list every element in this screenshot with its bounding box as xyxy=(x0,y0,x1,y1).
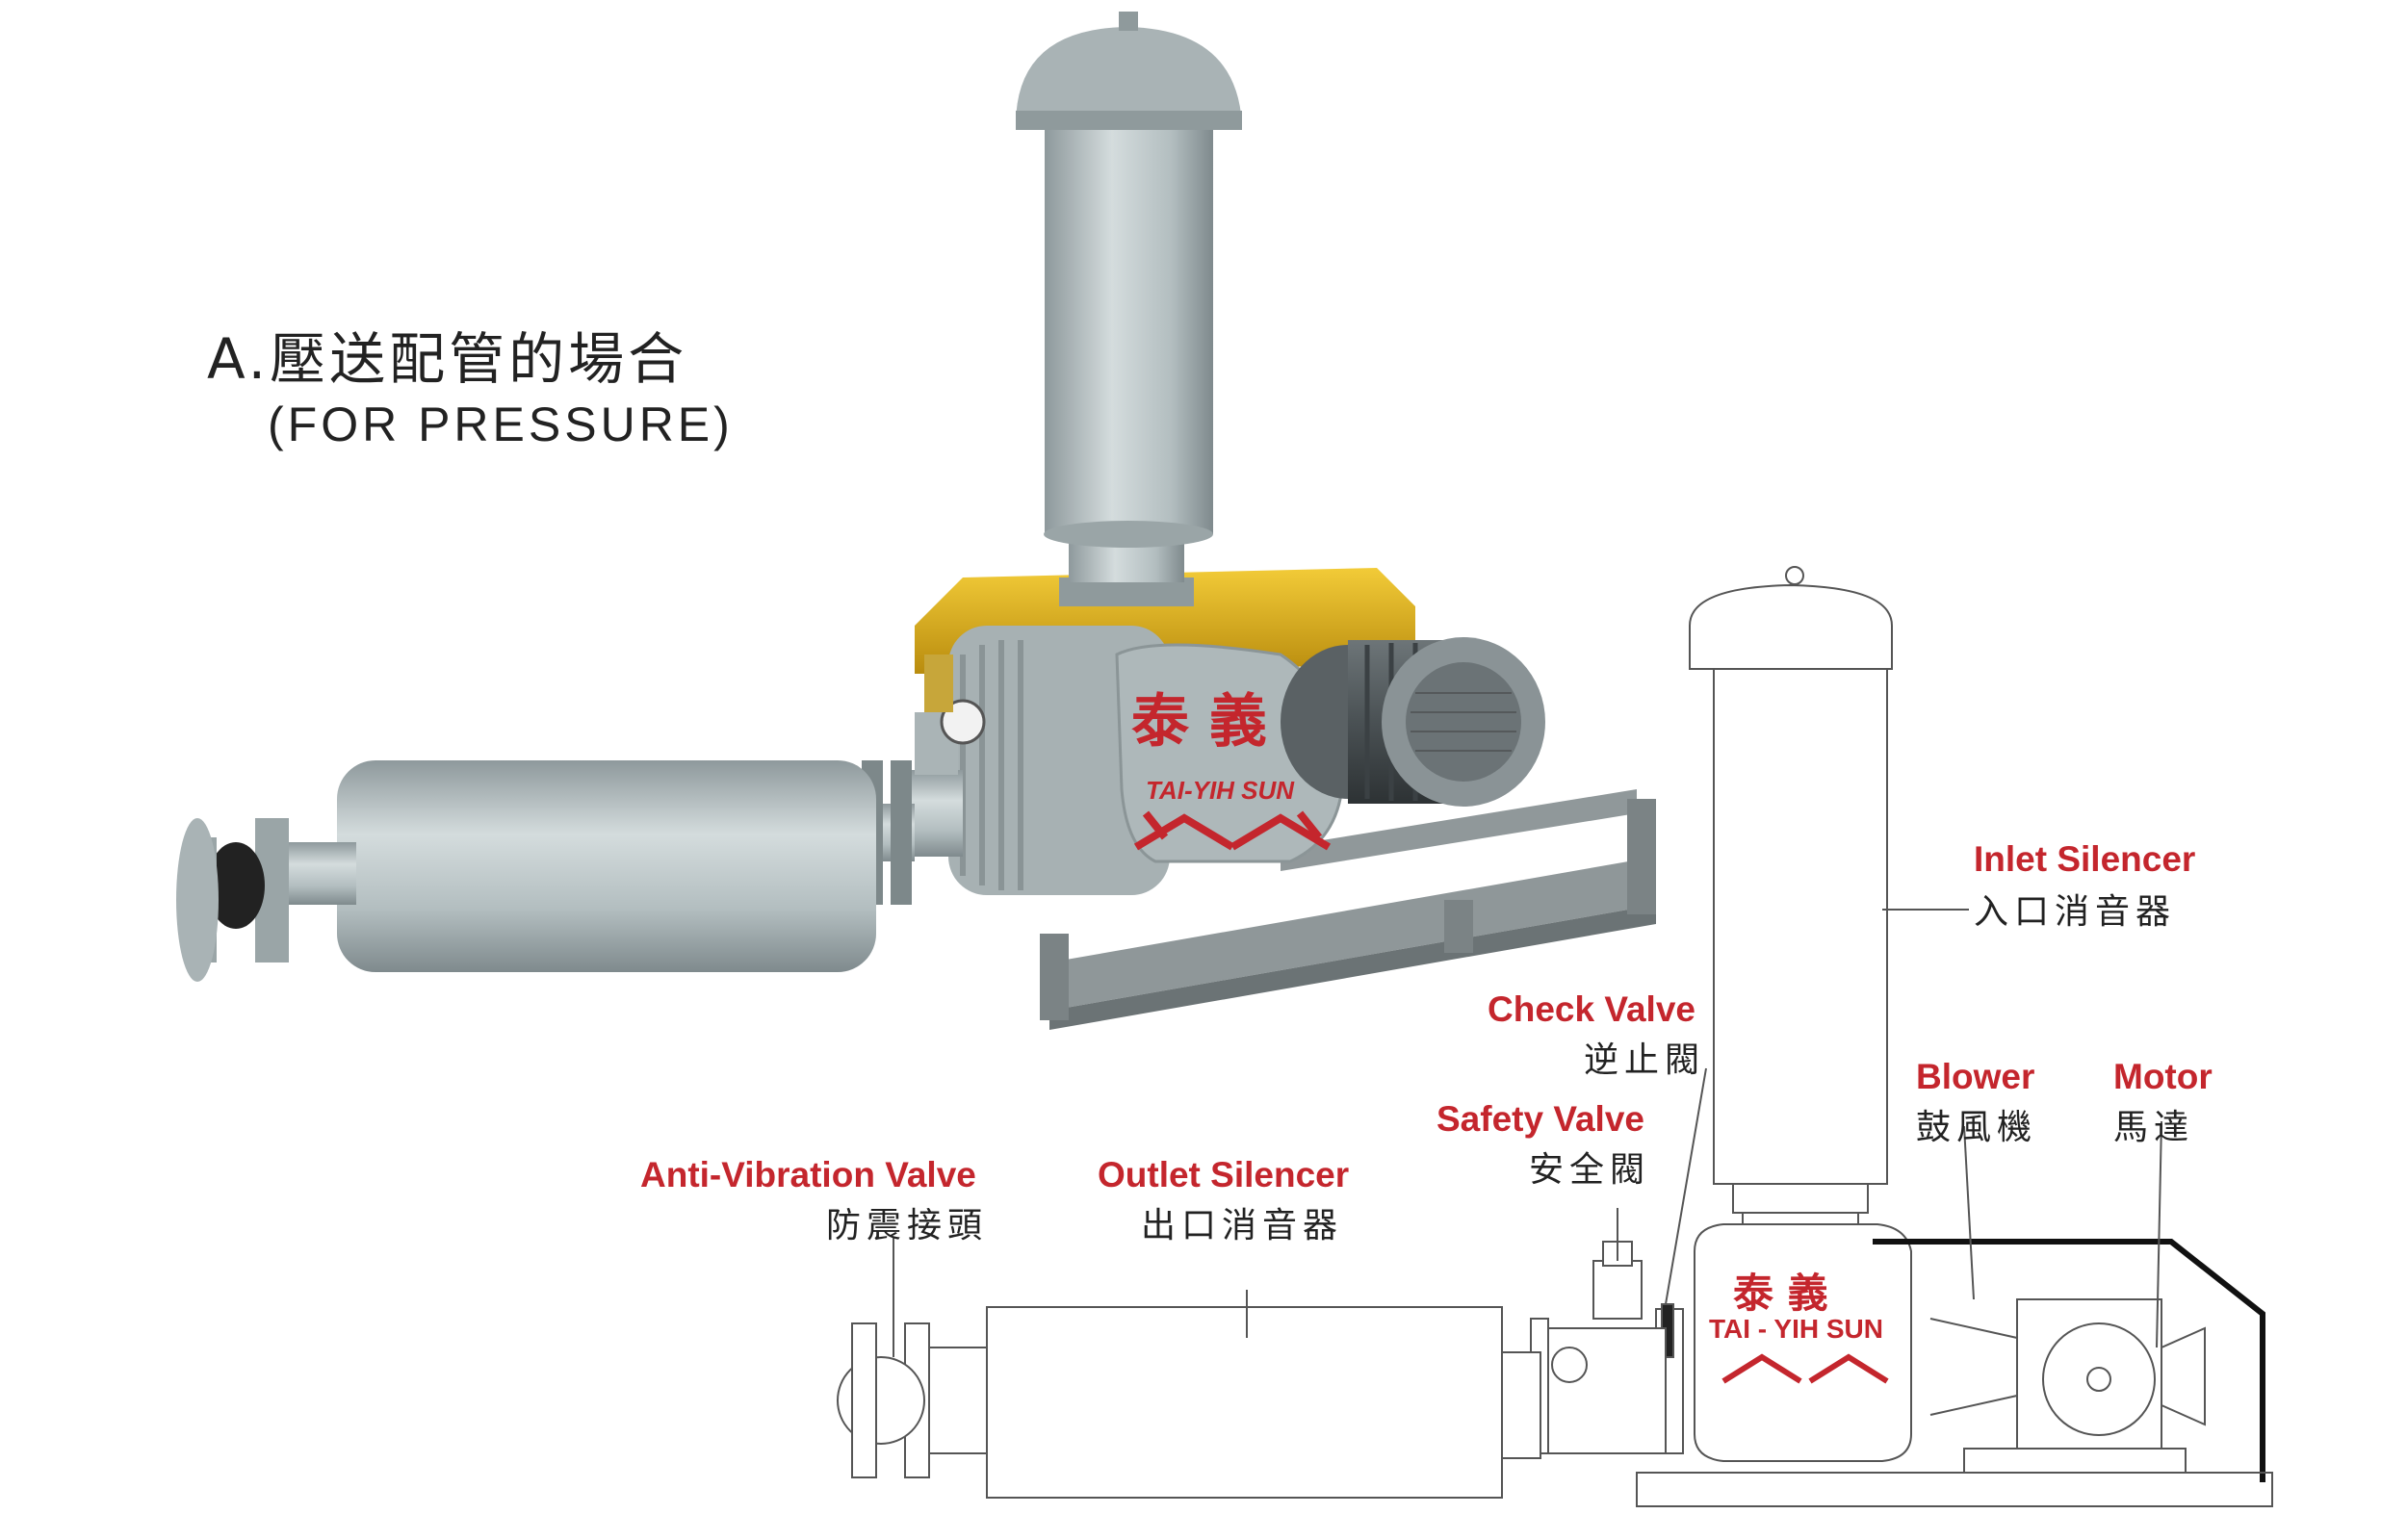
brand-name-en-photo: TAI-YIH SUN xyxy=(1146,776,1295,805)
outlet-silencer-label-cn: 出口消音器 xyxy=(1141,1206,1344,1245)
schematic-drawing xyxy=(837,566,2273,1507)
brand-name-cn-drawing: 泰 義 xyxy=(1733,1270,1828,1317)
inlet-silencer-photo xyxy=(1016,12,1242,606)
safety-valve-label-cn: 安全閥 xyxy=(1529,1150,1651,1190)
belt-guard-outline xyxy=(1873,1239,2265,1482)
motor-label-cn: 馬達 xyxy=(2113,1108,2195,1147)
motor-photo xyxy=(1281,637,1545,807)
inlet-silencer-label-cn: 入口消音器 xyxy=(1974,892,2177,932)
blower-drawing xyxy=(1694,1223,1912,1462)
anti-vibration-valve-label-cn: 防震接頭 xyxy=(826,1206,989,1245)
blower-label: Blower xyxy=(1916,1057,2035,1096)
blower-photo: 泰 義 TAI-YIH SUN xyxy=(176,12,1656,1030)
anti-vibration-drawing xyxy=(837,1356,925,1445)
safety-valve-drawing xyxy=(1592,1260,1643,1320)
base-frame xyxy=(1040,789,1656,1030)
blower-label-cn: 鼓風機 xyxy=(1916,1108,2038,1147)
page-title: A.壓送配管的場合 xyxy=(207,326,688,392)
outlet-silencer-drawing xyxy=(986,1306,1503,1499)
inlet-silencer-label: Inlet Silencer xyxy=(1974,839,2196,879)
brand-chevrons-photo xyxy=(1133,810,1332,851)
brand-name-en-drawing: TAI - YIH SUN xyxy=(1709,1314,1883,1344)
page-subtitle: (FOR PRESSURE) xyxy=(268,398,734,451)
inlet-silencer-cap xyxy=(1689,583,1893,670)
motor-label: Motor xyxy=(2113,1057,2213,1096)
check-valve-label: Check Valve xyxy=(1488,989,1695,1029)
brand-chevrons-drawing xyxy=(1721,1353,1889,1384)
blower-body: 泰 義 TAI-YIH SUN xyxy=(948,626,1345,895)
outlet-silencer-photo xyxy=(176,654,986,982)
brand-name-cn-photo: 泰 義 xyxy=(1131,688,1267,756)
check-valve-label-cn: 逆止閥 xyxy=(1584,1040,1706,1080)
outlet-silencer-label: Outlet Silencer xyxy=(1098,1155,1350,1194)
inlet-silencer-body xyxy=(1713,668,1888,1185)
anti-vibration-valve-label: Anti-Vibration Valve xyxy=(640,1155,976,1194)
safety-valve-label: Safety Valve xyxy=(1436,1099,1644,1139)
leader-lines xyxy=(893,909,2162,1357)
